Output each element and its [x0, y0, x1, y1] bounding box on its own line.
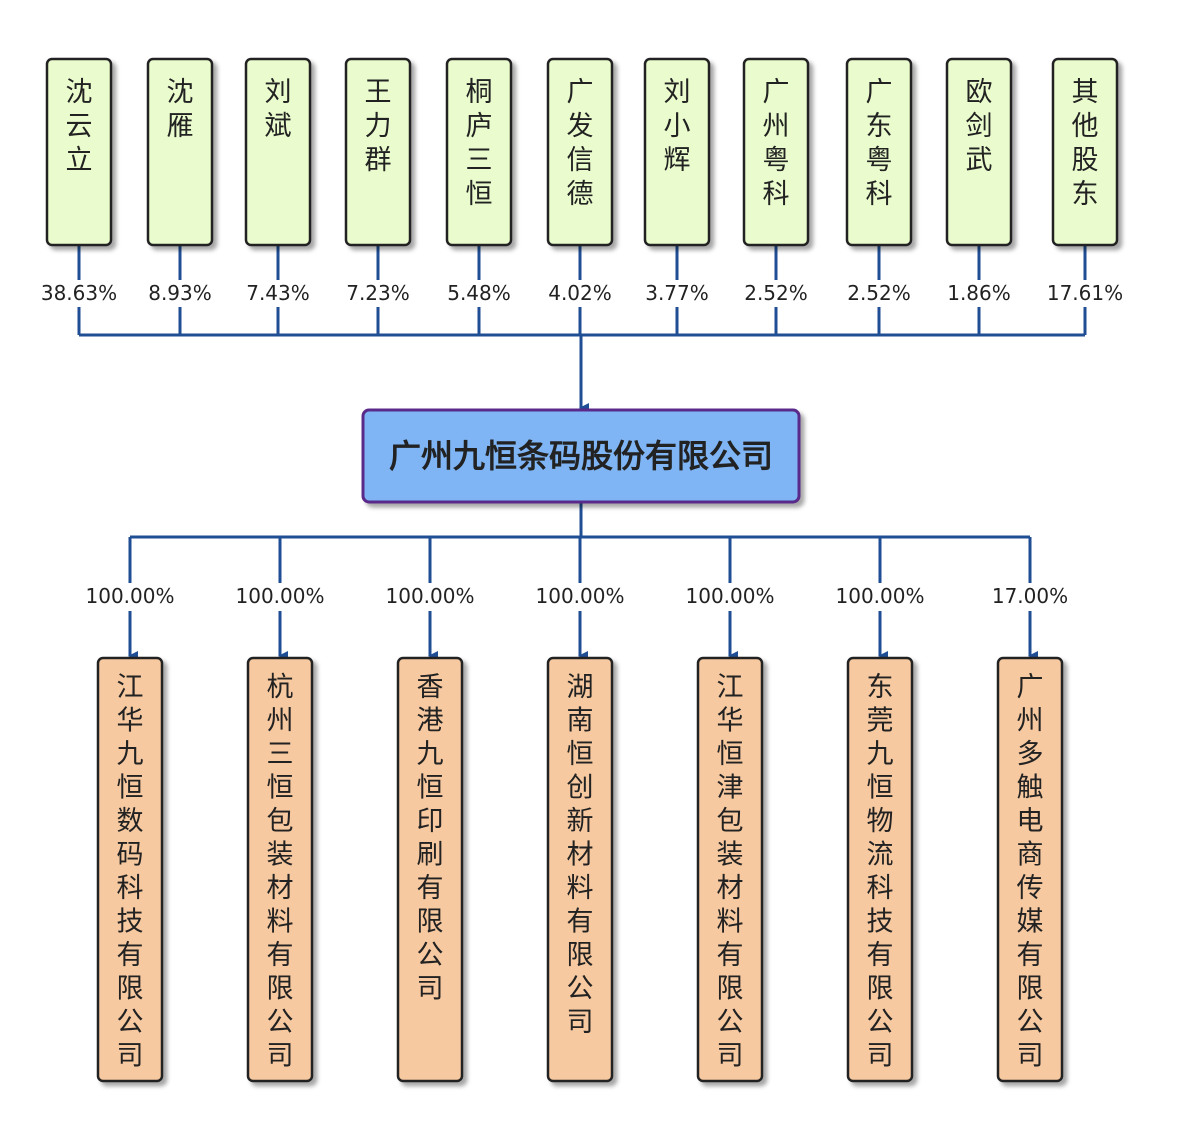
shareholder-name: 欧剑武: [966, 77, 993, 176]
shareholder-box: [445, 57, 513, 247]
subsidiary-node: 100.00% 东莞九恒物流科技有限公司: [836, 584, 925, 1083]
subsidiary-node: 17.00% 广州多触电商传媒有限公司: [992, 584, 1068, 1083]
shareholder-name: 桐庐三恒: [466, 77, 493, 210]
subsidiary-node: 100.00% 香港九恒印刷有限公司: [386, 584, 475, 1083]
shareholder-box: [546, 57, 614, 247]
shareholder-name: 王力群: [365, 77, 392, 176]
subsidiary-name: 江华九恒数码科技有限公司: [117, 672, 144, 1072]
shareholder-box: [1051, 57, 1119, 247]
shareholder-name: 刘小辉: [664, 77, 691, 176]
subsidiary-box: [246, 656, 314, 1083]
shareholder-group: 沈云立 38.63% 沈雁 8.93% 刘斌 7.43% 王力群 7.23% 桐庐三恒 5.48%…: [41, 57, 1123, 305]
shareholder-node: 广东粤科 2.52%: [845, 57, 913, 305]
shareholder-node: 刘小辉 3.77%: [643, 57, 711, 305]
shareholder-node: 欧剑武 1.86%: [945, 57, 1013, 305]
shareholder-node: 沈云立 38.63%: [41, 57, 117, 305]
shareholder-box: [742, 57, 810, 247]
shareholder-share: 2.52%: [744, 281, 808, 305]
shareholder-box: [146, 57, 214, 247]
subsidiary-node: 100.00% 湖南恒创新材料有限公司: [536, 584, 625, 1083]
shareholder-box: [344, 57, 412, 247]
shareholder-box: [945, 57, 1013, 247]
subsidiary-name: 江华恒津包装材料有限公司: [717, 672, 744, 1072]
shareholder-share: 2.52%: [847, 281, 911, 305]
parent-company-box: [361, 408, 801, 504]
shareholder-name: 广发信德: [567, 77, 594, 210]
subsidiary-share: 100.00%: [836, 584, 925, 608]
subsidiary-name: 湖南恒创新材料有限公司: [567, 672, 594, 1038]
shareholder-share: 7.23%: [346, 281, 410, 305]
subsidiary-name: 东莞九恒物流科技有限公司: [867, 672, 894, 1072]
shareholder-name: 广东粤科: [866, 77, 893, 210]
subsidiary-node: 100.00% 江华九恒数码科技有限公司: [86, 584, 175, 1083]
subsidiary-share: 100.00%: [86, 584, 175, 608]
shareholder-box: [244, 57, 312, 247]
subsidiary-box: [996, 656, 1064, 1083]
shareholder-node: 王力群 7.23%: [344, 57, 412, 305]
shareholder-share: 4.02%: [548, 281, 612, 305]
subsidiary-node: 100.00% 江华恒津包装材料有限公司: [686, 584, 775, 1083]
shareholder-share: 1.86%: [947, 281, 1011, 305]
shareholder-share: 7.43%: [246, 281, 310, 305]
subsidiary-name: 广州多触电商传媒有限公司: [1017, 672, 1044, 1072]
shareholder-share: 17.61%: [1047, 281, 1123, 305]
parent-company-name: 广州九恒条码股份有限公司: [389, 437, 773, 475]
subsidiary-share: 100.00%: [386, 584, 475, 608]
shareholder-name: 沈云立: [66, 77, 93, 176]
shareholder-share: 5.48%: [447, 281, 511, 305]
shareholder-name: 刘斌: [265, 77, 292, 142]
shareholder-box: [643, 57, 711, 247]
subsidiary-node: 100.00% 杭州三恒包装材料有限公司: [236, 584, 325, 1083]
subsidiary-box: [96, 656, 164, 1083]
shareholder-node: 刘斌 7.43%: [244, 57, 312, 305]
shareholder-node: 广州粤科 2.52%: [742, 57, 810, 305]
shareholder-box: [45, 57, 113, 247]
subsidiary-box: [846, 656, 914, 1083]
parent-company: 广州九恒条码股份有限公司: [361, 408, 801, 504]
subsidiary-name: 杭州三恒包装材料有限公司: [267, 672, 294, 1072]
shareholder-node: 其他股东 17.61%: [1047, 57, 1123, 305]
shareholder-node: 桐庐三恒 5.48%: [445, 57, 513, 305]
subsidiary-share: 100.00%: [536, 584, 625, 608]
subsidiary-share: 100.00%: [236, 584, 325, 608]
shareholder-box: [845, 57, 913, 247]
shareholder-share: 8.93%: [148, 281, 212, 305]
subsidiary-box: [546, 656, 614, 1083]
connector-lines: [77, 245, 1087, 661]
subsidiary-box: [396, 656, 464, 1083]
shareholder-node: 广发信德 4.02%: [546, 57, 614, 305]
subsidiary-name: 香港九恒印刷有限公司: [417, 672, 444, 1005]
shareholder-name: 广州粤科: [763, 77, 790, 210]
subsidiary-share: 17.00%: [992, 584, 1068, 608]
shareholder-share: 3.77%: [645, 281, 709, 305]
subsidiary-group: 100.00%江华九恒数码科技有限公司100.00%杭州三恒包装材料有限公司10…: [86, 584, 1068, 1083]
shareholder-name: 沈雁: [167, 77, 194, 142]
shareholder-node: 沈雁 8.93%: [146, 57, 214, 305]
subsidiary-share: 100.00%: [686, 584, 775, 608]
subsidiary-box: [696, 656, 764, 1083]
shareholder-name: 其他股东: [1072, 77, 1099, 210]
shareholder-share: 38.63%: [41, 281, 117, 305]
